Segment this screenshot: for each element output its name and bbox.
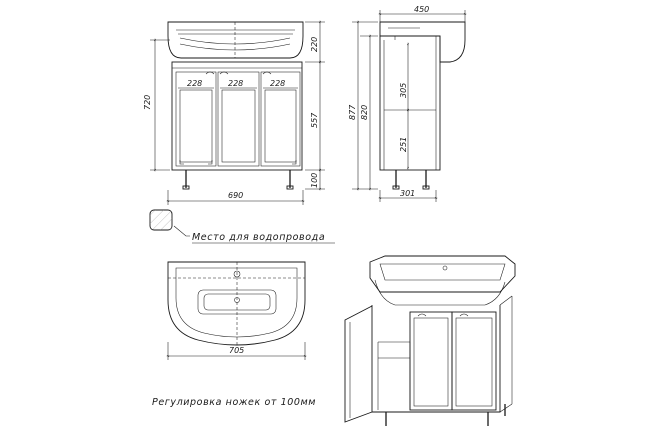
side-height-inner-label: 820 <box>360 105 369 120</box>
legs-adjustment-note: Регулировка ножек от 100мм <box>152 397 316 408</box>
front-width-label: 690 <box>228 191 243 200</box>
side-width-label: 450 <box>414 5 429 14</box>
front-leg-height-label: 100 <box>310 173 319 188</box>
side-height-outer-label: 877 <box>348 104 357 120</box>
perspective-view <box>344 255 516 426</box>
side-shelf-lower-label: 251 <box>399 137 408 152</box>
side-shelf-upper-label: 305 <box>399 83 408 98</box>
front-total-height-label: 720 <box>143 95 152 110</box>
water-supply-label: Место для водопровода <box>192 232 325 243</box>
front-body-height-label: 557 <box>310 112 319 128</box>
door-width-label-1: 228 <box>187 79 202 88</box>
front-view: 690 228 228 228 720 220 557 100 <box>143 20 325 205</box>
side-depth-label: 301 <box>400 189 415 198</box>
water-supply-legend: Место для водопровода <box>149 209 335 244</box>
door-width-label-3: 228 <box>270 79 285 88</box>
door-width-label-2: 228 <box>228 79 243 88</box>
side-view: 450 301 877 820 305 251 <box>348 5 467 202</box>
top-view: 705 <box>166 261 307 360</box>
top-width-label: 705 <box>229 346 244 355</box>
front-sink-height-label: 220 <box>310 37 319 52</box>
